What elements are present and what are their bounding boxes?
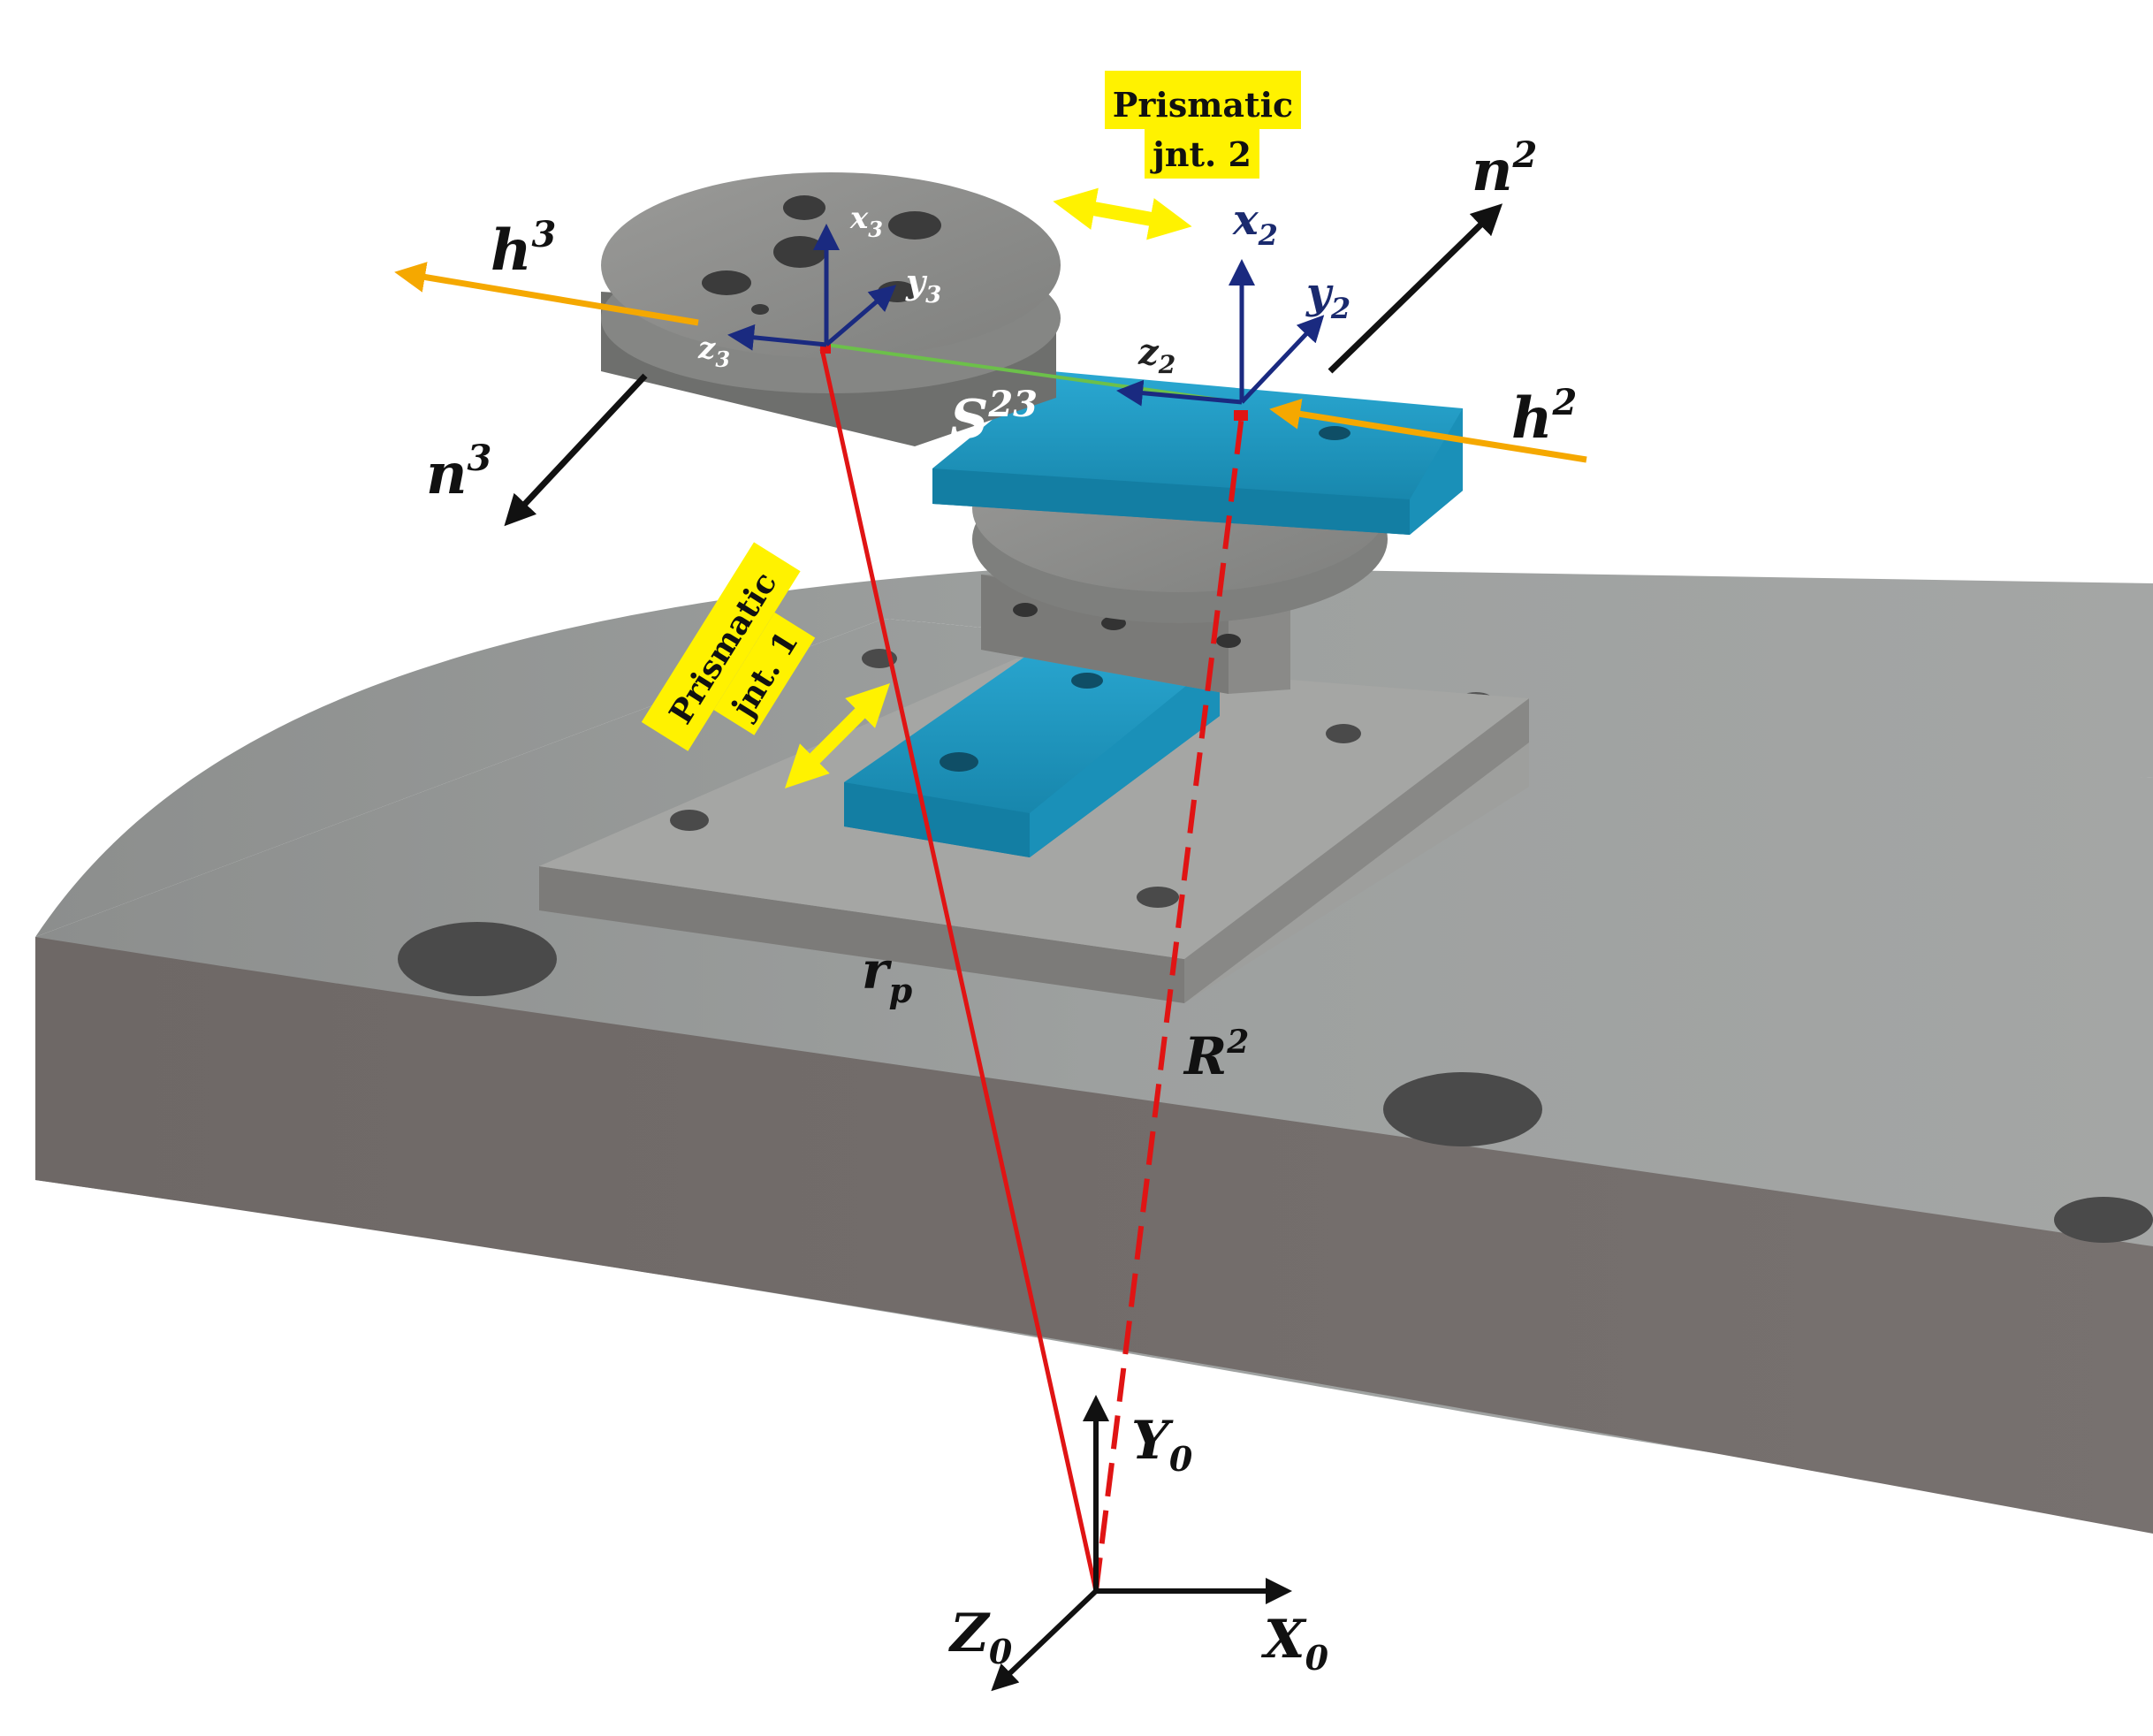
plate-hole	[1326, 724, 1361, 743]
rail-hole	[1071, 673, 1103, 689]
h2-label: h2	[1511, 382, 1577, 452]
base-hole	[2054, 1197, 2153, 1243]
y2-label: y2	[1305, 269, 1350, 325]
base-plate	[35, 566, 2153, 1534]
y3-label: y3	[905, 262, 941, 308]
prismatic-joint-2-line1: Prismatic	[1113, 85, 1293, 125]
X0-label: X0	[1260, 1609, 1329, 1678]
z2-label: z2	[1137, 331, 1175, 379]
n2-label: n2	[1472, 134, 1537, 204]
disk-hole	[702, 270, 751, 295]
disk-hole	[783, 195, 825, 220]
s23-segment	[825, 343, 1238, 404]
carriage-bolt	[1101, 616, 1126, 630]
prismatic-1-arrow	[785, 683, 890, 788]
disk-hole	[751, 304, 769, 315]
R2-vector	[1093, 415, 1244, 1592]
prismatic-joint-2-line2: jnt. 2	[1150, 134, 1251, 174]
prismatic-2-arrow	[1053, 187, 1192, 240]
carriage-bolt	[1216, 634, 1241, 648]
base-hole	[398, 922, 557, 996]
n3-axis	[504, 373, 648, 527]
disk-hole	[773, 236, 826, 268]
contact-point-2	[1234, 410, 1248, 421]
y2-axis	[1240, 315, 1325, 404]
h3-axis	[394, 262, 699, 326]
h2-axis	[1269, 399, 1587, 463]
Z0-label: Z0	[948, 1603, 1013, 1671]
x3-label: x3	[849, 201, 883, 242]
rail-1	[844, 632, 1220, 857]
Z0-axis	[991, 1588, 1099, 1692]
base-hole	[1383, 1072, 1542, 1146]
prismatic-joint-2-tag: Prismatic jnt. 2	[1105, 71, 1301, 179]
rp-label: rp	[862, 940, 913, 1010]
Y0-label: Y0	[1131, 1410, 1193, 1479]
n3-label: n3	[426, 438, 491, 507]
y3-axis	[825, 285, 897, 346]
rp-vector	[819, 348, 1099, 1592]
z3-axis	[727, 324, 827, 351]
plate-hole	[1137, 887, 1179, 908]
n2-axis	[1328, 203, 1503, 374]
h3-label: h3	[491, 214, 556, 284]
z2-axis	[1116, 379, 1243, 407]
R2-label: R2	[1183, 1024, 1249, 1086]
disk-hole	[888, 211, 941, 240]
s23-label: S23	[950, 384, 1038, 451]
x2-label: x2	[1232, 195, 1278, 252]
rail-hole	[1319, 426, 1350, 440]
rail-hole	[940, 752, 978, 772]
plate-hole	[670, 810, 709, 831]
carriage-bolt	[1013, 603, 1038, 617]
z3-label: z3	[697, 331, 730, 372]
rotary-disk-upper	[601, 172, 1061, 446]
